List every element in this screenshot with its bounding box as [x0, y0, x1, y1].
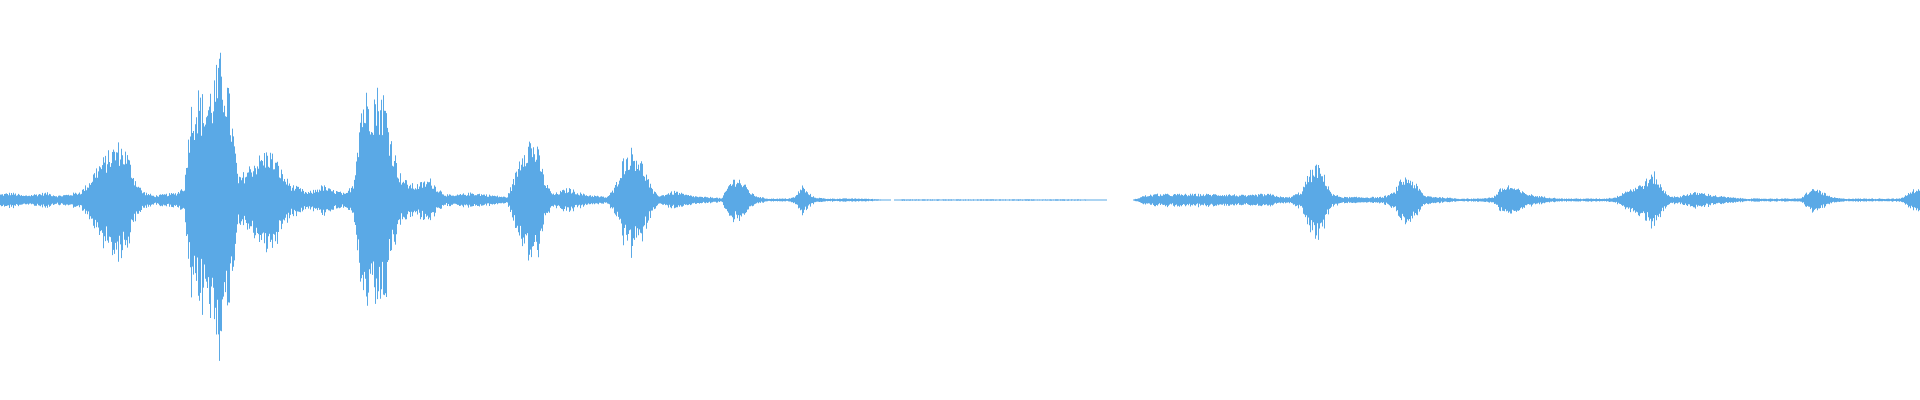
waveform-trace	[0, 52, 1920, 361]
waveform-samples	[0, 52, 1920, 361]
